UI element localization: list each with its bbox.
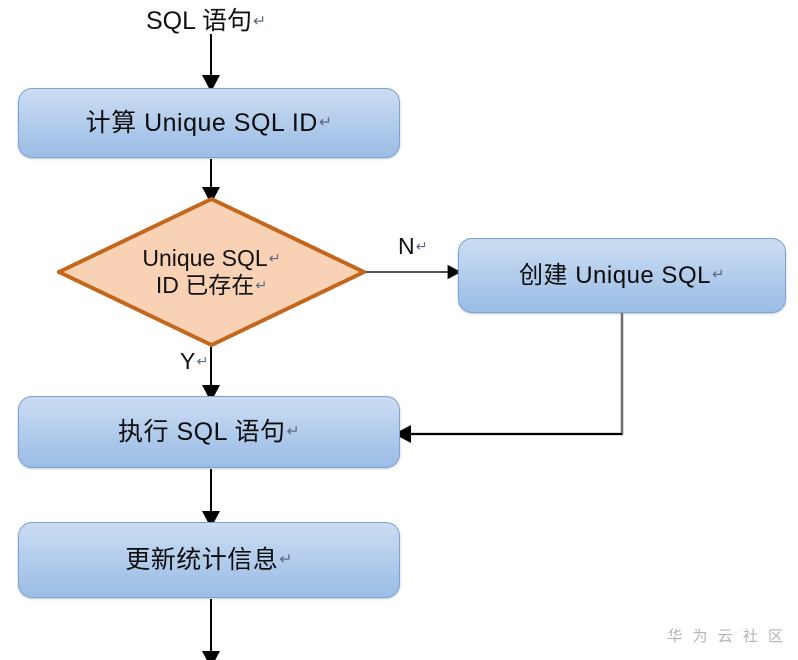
branch-label-no: N↵	[398, 233, 428, 260]
decision-label-line2-wrap: ID 已存在↵	[156, 272, 267, 299]
node-update-statistics[interactable]: 更新统计信息↵	[18, 522, 400, 598]
decision-label-line2: ID 已存在	[155, 272, 255, 298]
node-execute-sql[interactable]: 执行 SQL 语句↵	[18, 396, 400, 468]
pilcrow-mark: ↵	[196, 353, 209, 370]
decision-label: Unique SQL↵ ID 已存在↵	[57, 197, 366, 347]
entry-label-text: SQL 语句	[146, 7, 253, 35]
node-label: 更新统计信息	[125, 545, 279, 574]
pilcrow-mark: ↵	[711, 266, 725, 283]
branch-label-no-text: N	[398, 233, 415, 259]
decision-label-line1: Unique SQL	[142, 244, 268, 271]
pilcrow-mark: ↵	[286, 423, 300, 441]
node-calc-unique-sql-id[interactable]: 计算 Unique SQL ID↵	[18, 88, 400, 158]
pilcrow-mark: ↵	[415, 238, 428, 255]
pilcrow-mark: ↵	[268, 250, 281, 267]
branch-label-yes-text: Y	[180, 348, 196, 374]
diamond-shape	[57, 197, 366, 347]
decision-label-line1-wrap: Unique SQL↵	[142, 245, 280, 272]
pilcrow-mark: ↵	[253, 12, 267, 30]
node-label: 执行 SQL 语句	[118, 417, 286, 446]
pilcrow-mark: ↵	[279, 551, 293, 569]
pilcrow-mark: ↵	[255, 277, 268, 294]
branch-label-yes: Y↵	[180, 348, 208, 375]
entry-label-sql-statement: SQL 语句↵	[146, 1, 266, 37]
node-unique-sql-id-exists[interactable]: Unique SQL↵ ID 已存在↵	[57, 197, 366, 347]
node-label: 计算 Unique SQL ID	[85, 108, 318, 137]
watermark: 华 为 云 社 区	[667, 628, 786, 645]
pilcrow-mark: ↵	[318, 114, 333, 132]
connector-create-to-execute	[394, 313, 624, 443]
node-label: 创建 Unique SQL	[519, 261, 711, 289]
node-create-unique-sql[interactable]: 创建 Unique SQL↵	[458, 238, 786, 313]
